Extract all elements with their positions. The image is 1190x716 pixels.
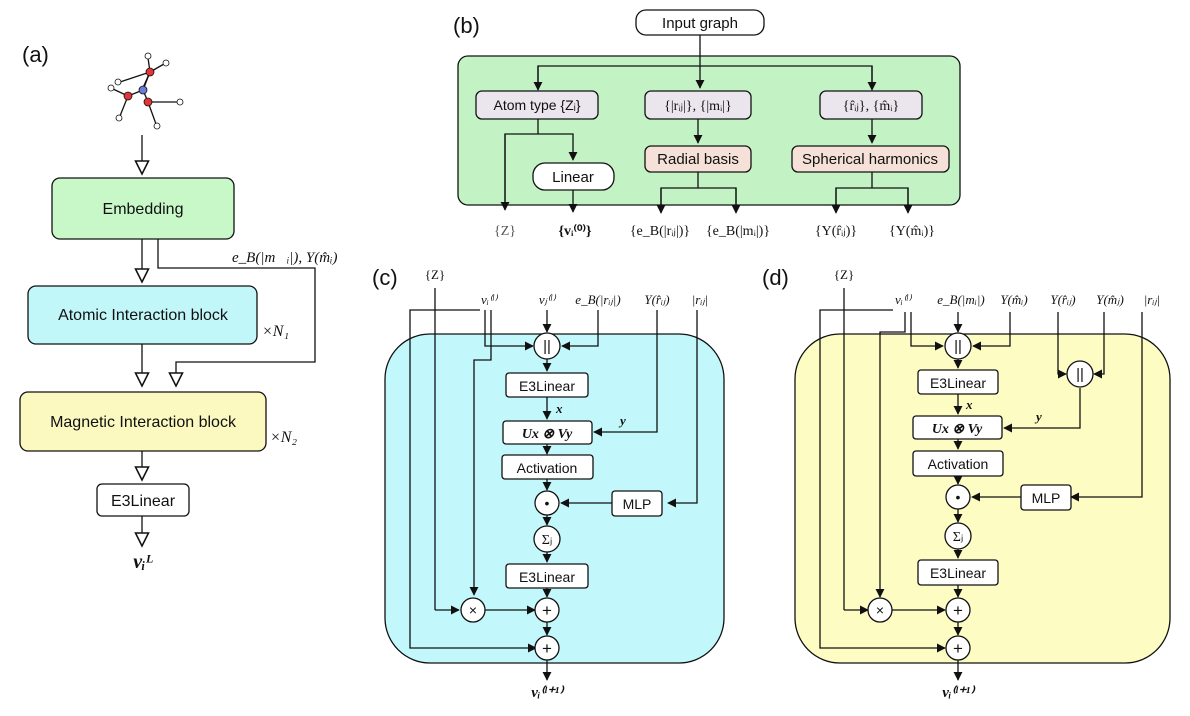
- d-e3linear1-label: E3Linear: [930, 375, 986, 391]
- c-input-r: |rᵢⱼ|: [692, 292, 709, 307]
- n1-label: ×N₁: [262, 323, 289, 340]
- c-input-y: Y(r̂ᵢⱼ): [644, 292, 669, 307]
- d-input-r: |rᵢⱼ|: [1144, 292, 1161, 307]
- c-concat-label: ||: [543, 338, 551, 355]
- c-tensor-label: Ux ⊗ Vy: [522, 427, 573, 442]
- panel-d-background: [794, 333, 1171, 664]
- panel-b-label: (b): [453, 13, 480, 38]
- panel-a: (a) Embedding: [19, 42, 337, 573]
- panel-d: (d) {Z} vᵢ⁽ˡ⁾ e_B(|mᵢ|) Y(m̂ᵢ) Y(r̂ᵢⱼ) Y…: [762, 265, 1171, 701]
- d-mlp-label: MLP: [1032, 490, 1061, 506]
- molecule-graph-icon: [107, 52, 184, 130]
- d-input-z: {Z}: [834, 267, 854, 282]
- d-concat2-label: ||: [1076, 366, 1084, 383]
- panel-b: (b) Input graph Atom type {Zᵢ} {|rᵢⱼ|}, …: [453, 9, 961, 239]
- e3linear-box: [96, 483, 190, 517]
- magnetic-interaction-block: [19, 391, 267, 452]
- c-e3linear1-label: E3Linear: [519, 378, 575, 394]
- embedding-label: Embedding: [103, 201, 184, 218]
- c-y-label: y: [618, 413, 626, 428]
- radial-basis-label: Radial basis: [657, 151, 739, 168]
- c-input-vi: vᵢ⁽ˡ⁾: [481, 292, 499, 307]
- d-input-yr: Y(r̂ᵢⱼ): [1050, 292, 1075, 307]
- d-y-label: y: [1034, 409, 1042, 424]
- c-x-label: x: [555, 401, 563, 416]
- out-y-m: {Y(m̂ᵢ)}: [889, 224, 935, 239]
- spherical-harmonics-label: Spherical harmonics: [802, 151, 938, 168]
- c-output: vᵢ⁽ˡ⁺¹⁾: [531, 685, 565, 701]
- magnetic-interaction-label: Magnetic Interaction block: [50, 414, 237, 431]
- d-input-vi: vᵢ⁽ˡ⁾: [895, 292, 913, 307]
- c-activation-label: Activation: [517, 460, 578, 476]
- output-vL: vᵢᴸ: [133, 551, 153, 573]
- out-eb-r: {e_B(|rᵢⱼ|)}: [630, 224, 690, 239]
- d-tensor-label: Ux ⊗ Vy: [932, 422, 983, 437]
- panel-d-label: (d): [762, 265, 789, 290]
- d-output: vᵢ⁽ˡ⁺¹⁾: [942, 685, 976, 701]
- out-z: {Z}: [494, 224, 516, 239]
- d-input-ymj: Y(m̂ⱼ): [1096, 292, 1124, 307]
- atom-type-label: Atom type {Zᵢ}: [493, 97, 580, 113]
- c-times-label: ×: [469, 602, 477, 618]
- out-y-r: {Y(r̂ᵢⱼ)}: [815, 224, 857, 239]
- panel-c: (c) {Z} vᵢ⁽ˡ⁾ vⱼ⁽ˡ⁾ e_B(|rᵢⱼ|) Y(r̂ᵢⱼ) |…: [372, 265, 725, 701]
- d-activation-label: Activation: [928, 456, 989, 472]
- d-dot-label: •: [956, 489, 961, 505]
- atomic-interaction-label: Atomic Interaction block: [58, 307, 229, 324]
- d-sum-label: Σⱼ: [953, 530, 964, 545]
- panel-a-label: (a): [22, 42, 49, 67]
- d-input-ym: Y(m̂ᵢ): [1000, 292, 1027, 307]
- out-eb-m: {e_B(|mᵢ|)}: [706, 224, 770, 239]
- c-e3linear2-label: E3Linear: [519, 569, 575, 585]
- d-e3linear2-label: E3Linear: [930, 565, 986, 581]
- linear-label: Linear: [552, 169, 594, 186]
- dirs-box: [819, 90, 923, 120]
- c-dot-label: •: [545, 495, 550, 511]
- c-plus1-label: +: [542, 601, 552, 620]
- d-x-label: x: [965, 397, 973, 412]
- c-input-vj: vⱼ⁽ˡ⁾: [539, 292, 557, 307]
- d-plus1-label: +: [953, 601, 963, 620]
- side-input-label: e_B(|m⃗ᵢ|), Y(m̂ᵢ): [232, 250, 337, 266]
- c-mlp-label: MLP: [623, 496, 652, 512]
- d-input-eb: e_B(|mᵢ|): [937, 292, 984, 307]
- e3linear-label: E3Linear: [111, 493, 176, 510]
- embedding-block: [51, 177, 235, 240]
- d-plus2-label: +: [953, 639, 963, 658]
- c-sum-label: Σⱼ: [542, 533, 553, 548]
- c-plus2-label: +: [542, 639, 552, 658]
- d-times-label: ×: [876, 602, 884, 618]
- out-v0: {vᵢ⁽⁰⁾}: [558, 224, 591, 239]
- c-input-eb: e_B(|rᵢⱼ|): [575, 292, 620, 307]
- spherical-harmonics-box: [791, 145, 950, 173]
- input-graph-label: Input graph: [662, 15, 738, 32]
- n2-label: ×N₂: [270, 429, 297, 446]
- d-concat-label: ||: [954, 338, 962, 355]
- c-input-z: {Z}: [425, 267, 445, 282]
- norms-label: {|rᵢⱼ|}, {|mᵢ|}: [664, 99, 732, 114]
- d-concat2-node: [1066, 360, 1094, 388]
- panel-c-label: (c): [372, 265, 398, 290]
- dirs-label: {r̂ᵢⱼ}, {m̂ᵢ}: [843, 99, 899, 114]
- atom-type-box: [475, 90, 599, 120]
